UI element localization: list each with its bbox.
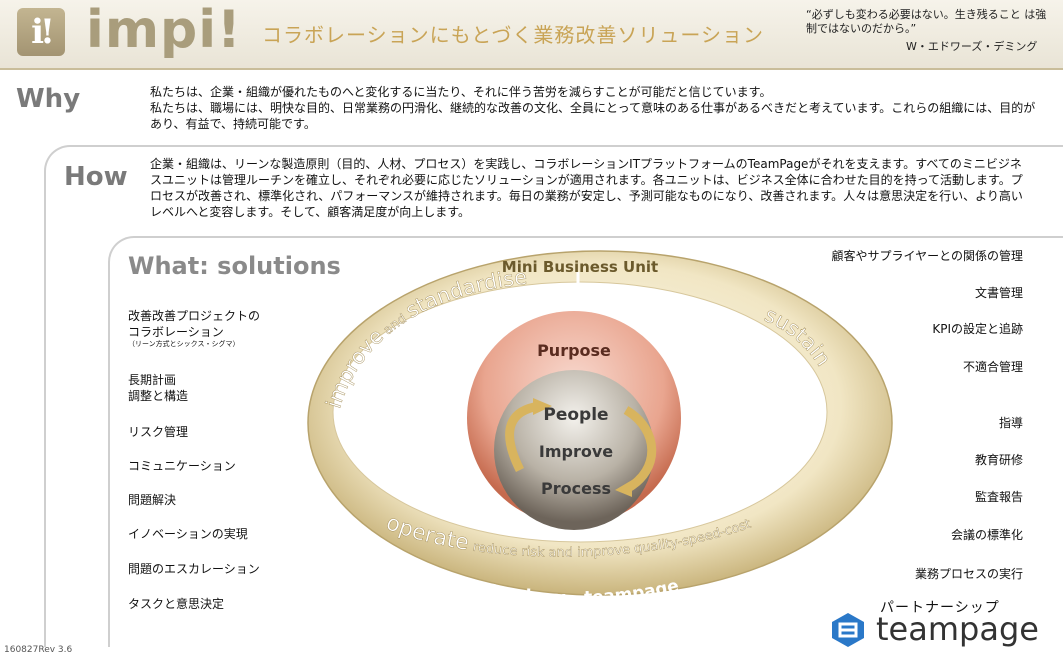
right-solution-item: 監査報告 xyxy=(974,490,1023,504)
header-banner: i! impi! コラボレーションにもとづく業務改善ソリューション “必ずしも変… xyxy=(0,0,1063,70)
process-label: Process xyxy=(541,479,611,498)
left-solution-item: タスクと意思決定 xyxy=(128,596,224,612)
left-solution-item: 問題解決 xyxy=(128,492,176,508)
cycle-arrow-right xyxy=(623,406,657,492)
teampage-logo-text: teampage xyxy=(876,610,1039,648)
right-solution-item: 文書管理 xyxy=(974,286,1023,300)
left-solution-label: 問題解決 xyxy=(128,493,177,507)
left-solution-label: 問題のエスカレーション xyxy=(128,562,260,576)
how-title: How xyxy=(64,162,128,192)
left-solution-label: 改善改善プロジェクトの コラボレーション xyxy=(128,309,261,339)
left-solution-item: 問題のエスカレーション xyxy=(128,561,260,577)
unit-label: Mini Business Unit xyxy=(502,258,658,276)
right-solution-item: KPIの設定と追跡 xyxy=(932,322,1023,336)
right-solution-item: 不適合管理 xyxy=(962,360,1023,374)
purpose-label: Purpose xyxy=(537,341,611,360)
improve-center-label: Improve xyxy=(539,442,613,461)
tagline: コラボレーションにもとづく業務改善ソリューション xyxy=(262,23,764,47)
cycle-arrow-left xyxy=(505,401,541,473)
partnership-label: パートナーシップ xyxy=(880,600,1000,616)
left-solution-label: コミュニケーション xyxy=(128,459,236,473)
left-solution-item: 改善改善プロジェクトの コラボレーション（リーン方式とシックス・シグマ） xyxy=(128,308,260,349)
impi-logo-mark: i! xyxy=(17,8,65,56)
what-title: What: solutions xyxy=(128,252,341,280)
people-label: People xyxy=(543,405,608,425)
left-solution-label: イノベーションの実現 xyxy=(128,527,248,541)
left-solution-label: タスクと意思決定 xyxy=(128,597,225,611)
left-solution-item: 長期計画 調整と構造 xyxy=(128,372,188,404)
right-solution-item: 顧客やサプライヤーとの関係の管理 xyxy=(831,249,1023,263)
left-solution-item: リスク管理 xyxy=(128,424,188,440)
left-solution-label: 長期計画 調整と構造 xyxy=(128,373,189,403)
left-solution-note: （リーン方式とシックス・シグマ） xyxy=(128,340,240,348)
right-solution-item: 会議の標準化 xyxy=(950,528,1023,542)
right-solution-item: 指導 xyxy=(998,416,1023,430)
left-solution-label: リスク管理 xyxy=(128,425,189,439)
quote-author: W・エドワーズ・デミング xyxy=(906,40,1038,53)
why-title: Why xyxy=(16,84,81,114)
right-solution-item: 業務プロセスの実行 xyxy=(914,567,1023,581)
left-solution-item: イノベーションの実現 xyxy=(128,526,248,542)
right-solution-item: 教育研修 xyxy=(974,453,1023,467)
impi-logo-word: impi! xyxy=(86,0,242,60)
deming-quote: “必ずしも変わる必要はない。生き残ること は強制ではないのだから。” xyxy=(806,8,1047,35)
how-frame xyxy=(44,145,1063,647)
teampage-logo-icon xyxy=(832,613,864,647)
why-line-2: 私たちは、職場には、明快な目的、日常業務の円滑化、継続的な改善の文化、全員にとっ… xyxy=(150,101,1036,131)
left-solution-item: コミュニケーション xyxy=(128,458,236,474)
why-line-1: 私たちは、企業・組織が優れたものへと変化するに当たり、それに伴う苦労を減らすこと… xyxy=(150,85,772,99)
what-frame xyxy=(108,236,1063,647)
cycle-arrow-left-head xyxy=(533,398,552,415)
revision-label: 160827Rev 3.6 xyxy=(4,645,73,655)
cycle-arrow-right-head xyxy=(615,480,632,497)
how-text: 企業・組織は、リーンな製造原則（目的、人材、プロセス）を実践し、コラボレーション… xyxy=(150,157,1023,219)
